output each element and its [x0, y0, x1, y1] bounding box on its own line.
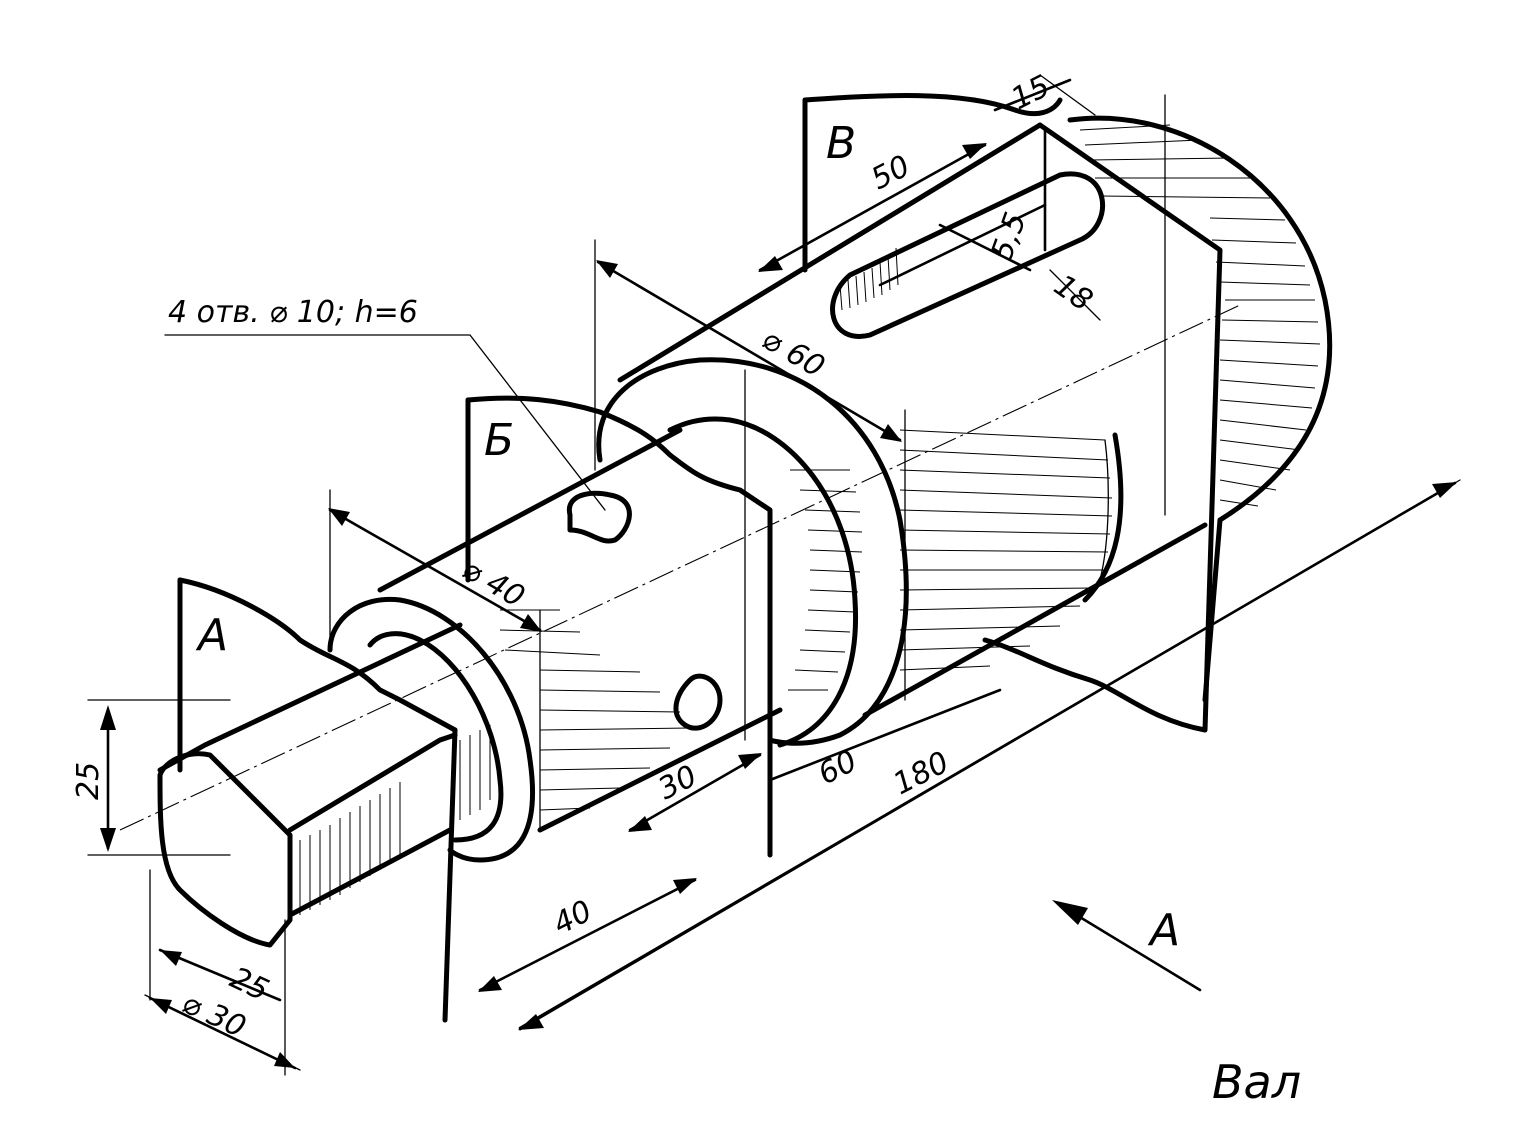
dim-len-60: 60: [813, 744, 863, 793]
keyway-slot: [830, 171, 1105, 339]
section-plane-b: [465, 395, 773, 858]
shoulder-ring: [327, 596, 536, 863]
plane-label-a: А: [195, 610, 228, 661]
plane-label-b: Б: [484, 415, 514, 466]
dim-slot-depth: 5,5: [985, 208, 1034, 265]
plane-label-v: В: [826, 118, 856, 169]
square-end: [157, 622, 491, 948]
drawing-title: Вал: [1212, 1055, 1301, 1109]
radial-holes: [566, 490, 723, 731]
view-arrow-label: А: [1147, 905, 1180, 956]
dim-slot-50: 50: [866, 149, 916, 198]
section-plane-v: [802, 93, 1223, 733]
dim-square-height: 25: [71, 762, 106, 800]
section-plane-a: [177, 577, 458, 1023]
collar-ring: [596, 357, 909, 748]
end-cylinder: [1067, 115, 1333, 703]
main-cylinder-60: [617, 122, 1208, 718]
labels: 4 отв. ⌀ 10; h=6 А Б В 25 25 ⌀ 30 ⌀ 40 ⌀…: [71, 69, 1301, 1109]
dimension-lines: [87, 74, 1461, 1076]
dim-square-width: 25: [225, 961, 274, 1009]
axis-lines: [119, 94, 1241, 831]
dim-dia-40: ⌀ 40: [456, 552, 530, 615]
note-holes: 4 отв. ⌀ 10; h=6: [168, 295, 418, 330]
middle-cylinder-40: [377, 427, 783, 833]
dim-len-30: 30: [653, 759, 703, 808]
